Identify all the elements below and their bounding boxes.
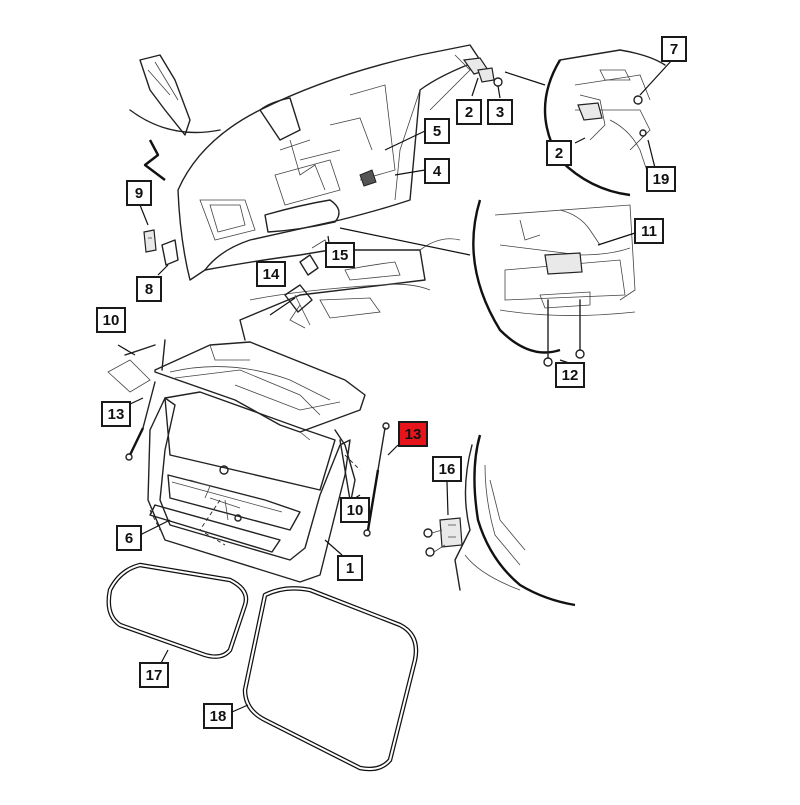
callout-part-16[interactable]: 16	[432, 456, 462, 482]
liftgate-assembly-illustration	[107, 339, 399, 583]
detail-latch	[339, 199, 636, 367]
callout-part-2-detail[interactable]: 2	[546, 140, 572, 166]
leader-5	[384, 130, 426, 151]
callout-part-3[interactable]: 3	[487, 99, 513, 125]
callout-part-5[interactable]: 5	[424, 118, 450, 144]
callout-part-15[interactable]: 15	[325, 242, 355, 268]
callout-part-13[interactable]: 13	[101, 401, 131, 427]
liftgate-opening-illustration	[129, 44, 481, 341]
callout-part-17[interactable]: 17	[139, 662, 169, 688]
callout-part-14[interactable]: 14	[256, 261, 286, 287]
callout-part-18[interactable]: 18	[203, 703, 233, 729]
callout-part-10-right[interactable]: 10	[340, 497, 370, 523]
callout-part-1[interactable]: 1	[337, 555, 363, 581]
callout-part-10[interactable]: 10	[96, 307, 126, 333]
leader-4	[394, 169, 426, 176]
callout-part-7[interactable]: 7	[661, 36, 687, 62]
callout-part-2[interactable]: 2	[456, 99, 482, 125]
callout-part-11[interactable]: 11	[634, 218, 664, 244]
body-hinge-illustration	[423, 434, 576, 607]
bumper-bracket-illustration	[139, 204, 179, 276]
hinge-illustration	[462, 57, 546, 99]
callout-part-8[interactable]: 8	[136, 276, 162, 302]
callout-part-13-highlighted[interactable]: 13	[398, 421, 428, 447]
callout-part-6[interactable]: 6	[116, 525, 142, 551]
callout-part-4[interactable]: 4	[424, 158, 450, 184]
callout-part-19[interactable]: 19	[646, 166, 676, 192]
weatherstrip-seals	[106, 562, 419, 772]
callout-part-9[interactable]: 9	[126, 180, 152, 206]
callout-part-12[interactable]: 12	[555, 362, 585, 388]
